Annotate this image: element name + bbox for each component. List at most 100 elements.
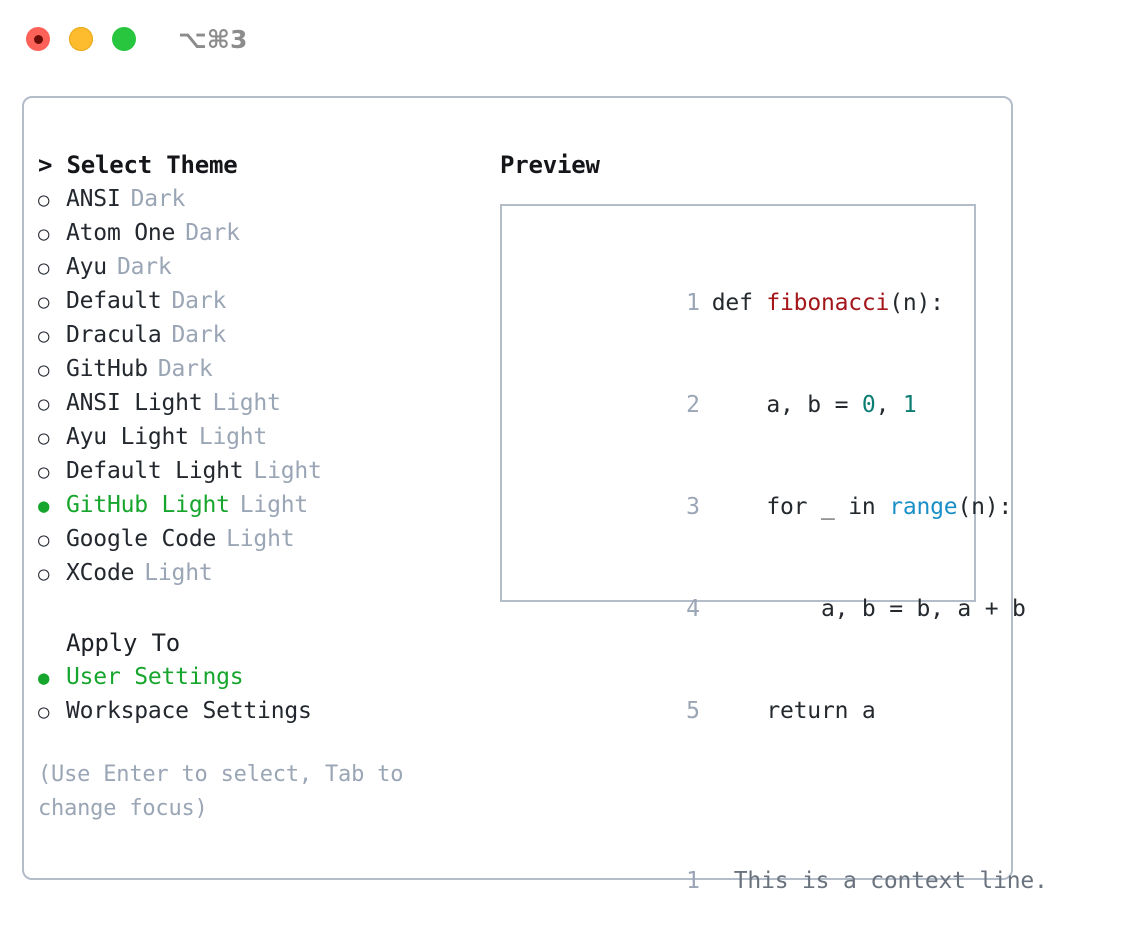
theme-option-label: GitHub Light: [66, 492, 230, 518]
minimize-window-button[interactable]: [69, 27, 93, 51]
diff-line-context: 1 This is a context line.: [502, 830, 1048, 932]
code-token: return a: [711, 698, 876, 724]
code-token: (n):: [889, 290, 944, 316]
theme-option-label: Default: [66, 288, 162, 314]
apply-to-option-label: User Settings: [66, 664, 244, 690]
radio-selected-icon: ●: [38, 495, 50, 517]
radio-icon: ○: [38, 461, 50, 483]
radio-icon: ○: [38, 701, 50, 723]
theme-option-label: Default Light: [66, 458, 244, 484]
theme-option-label: Atom One: [66, 220, 176, 246]
code-token: 0: [861, 392, 876, 418]
close-window-button[interactable]: [26, 27, 50, 51]
theme-option-tag: Dark: [130, 186, 186, 212]
theme-option-tag: Dark: [185, 220, 240, 246]
theme-option-tag: Light: [226, 526, 295, 552]
keyboard-hint-text: (Use Enter to select, Tab to change focu…: [38, 762, 404, 821]
code-token: for _ in: [711, 494, 890, 520]
theme-option-label: Ayu Light: [66, 424, 189, 450]
line-number: 3: [686, 494, 700, 520]
theme-option-tag: Light: [212, 390, 281, 416]
diff-text: This is a context line.: [733, 868, 1048, 894]
theme-option-dracula[interactable]: ○ Dracula Dark: [38, 318, 488, 352]
section-spacer: [38, 590, 488, 626]
select-theme-header: > Select Theme: [38, 151, 238, 179]
theme-option-github-light[interactable]: ● GitHub Light Light: [38, 488, 488, 522]
theme-option-tag: Light: [253, 458, 322, 484]
theme-option-label: ANSI Light: [66, 390, 203, 416]
code-token: range: [889, 494, 958, 520]
theme-option-google-code[interactable]: ○ Google Code Light: [38, 522, 488, 556]
apply-to-option-label: Workspace Settings: [66, 698, 312, 724]
code-line: 5 return a: [502, 660, 974, 762]
theme-option-label: Dracula: [66, 322, 162, 348]
theme-option-default-light[interactable]: ○ Default Light Light: [38, 454, 488, 488]
radio-icon: ○: [38, 393, 50, 415]
line-number: 1: [686, 290, 700, 316]
title-bar: ⌥⌘3: [0, 0, 1140, 78]
radio-icon: ○: [38, 563, 50, 585]
radio-selected-icon: ●: [38, 667, 50, 689]
theme-option-ansi-light[interactable]: ○ ANSI Light Light: [38, 386, 488, 420]
radio-icon: ○: [38, 291, 50, 313]
line-number: 4: [686, 596, 700, 622]
code-token: a, b = b, a + b: [711, 596, 1026, 622]
theme-option-ayu-light[interactable]: ○ Ayu Light Light: [38, 420, 488, 454]
theme-option-tag: Dark: [171, 322, 227, 348]
theme-option-tag: Dark: [171, 288, 227, 314]
theme-option-tag: Light: [198, 424, 268, 450]
theme-option-label: Ayu: [66, 254, 107, 280]
theme-option-label: XCode: [66, 560, 135, 586]
apply-to-header: Apply To: [66, 629, 180, 657]
code-blank-line: [502, 796, 974, 830]
radio-icon: ○: [38, 529, 50, 551]
code-token: ,: [875, 392, 903, 418]
apply-to-option-list: ● User Settings ○ Workspace Settings: [38, 660, 488, 728]
line-number: 2: [686, 392, 700, 418]
theme-option-label: GitHub: [66, 356, 148, 382]
code-token: a, b =: [711, 392, 862, 418]
radio-icon: ○: [38, 223, 50, 245]
theme-option-github[interactable]: ○ GitHub Dark: [38, 352, 488, 386]
theme-option-label: Google Code: [66, 526, 217, 552]
code-token: def: [711, 290, 767, 316]
theme-option-tag: Dark: [157, 356, 213, 382]
radio-icon: ○: [38, 325, 50, 347]
apply-to-option-user-settings[interactable]: ● User Settings: [38, 660, 488, 694]
keyboard-shortcut-label: ⌥⌘3: [178, 24, 248, 54]
theme-option-default[interactable]: ○ Default Dark: [38, 284, 488, 318]
apply-to-option-workspace-settings[interactable]: ○ Workspace Settings: [38, 694, 488, 728]
code-blank-line: [502, 762, 974, 796]
hint-spacer: [38, 728, 488, 758]
theme-picker-column: > Select Theme ○ ANSI Dark ○ Atom One Da…: [38, 148, 488, 826]
window-controls: [26, 27, 136, 51]
code-line: 3 for _ in range(n):: [502, 456, 1012, 558]
theme-option-label: ANSI: [66, 186, 121, 212]
theme-option-tag: Dark: [116, 254, 172, 280]
theme-option-atom-one[interactable]: ○ Atom One Dark: [38, 216, 488, 250]
code-line: 2 a, b = 0, 1: [502, 354, 974, 456]
theme-option-tag: Light: [239, 492, 309, 518]
diff-marker: [712, 864, 734, 898]
maximize-window-button[interactable]: [112, 27, 136, 51]
code-token: fibonacci: [766, 290, 890, 316]
code-line: 4 a, b = b, a + b: [502, 558, 1026, 660]
theme-option-list: ○ ANSI Dark ○ Atom One Dark ○ Ayu Dark: [38, 182, 488, 590]
theme-option-tag: Light: [144, 560, 213, 586]
radio-icon: ○: [38, 257, 50, 279]
radio-icon: ○: [38, 427, 50, 449]
content-panel: > Select Theme ○ ANSI Dark ○ Atom One Da…: [22, 96, 1048, 894]
code-token: (n):: [957, 494, 1013, 520]
radio-icon: ○: [38, 359, 50, 381]
line-number: 5: [686, 698, 700, 724]
radio-icon: ○: [38, 189, 50, 211]
preview-header: Preview: [500, 151, 600, 179]
code-token: 1: [902, 392, 917, 418]
theme-option-ansi[interactable]: ○ ANSI Dark: [38, 182, 488, 216]
theme-option-ayu[interactable]: ○ Ayu Dark: [38, 250, 488, 284]
code-line: 1 def fibonacci(n):: [502, 252, 974, 354]
theme-option-xcode[interactable]: ○ XCode Light: [38, 556, 488, 590]
